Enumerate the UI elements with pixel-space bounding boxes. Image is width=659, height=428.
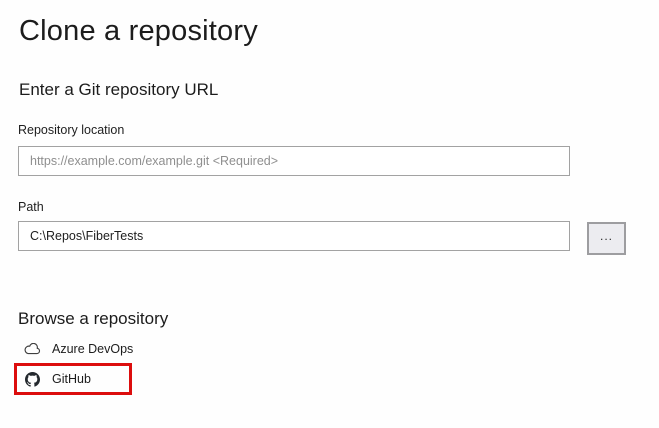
path-label: Path — [18, 200, 44, 214]
cloud-icon — [24, 341, 41, 357]
highlight-box: GitHub — [14, 363, 132, 395]
repository-location-label: Repository location — [18, 123, 125, 137]
github-icon — [24, 371, 41, 387]
provider-item-github[interactable]: GitHub — [24, 371, 91, 387]
browse-section-heading: Browse a repository — [18, 309, 169, 328]
browse-path-button[interactable]: ... — [587, 222, 626, 255]
provider-item-azure-devops[interactable]: Azure DevOps — [24, 341, 133, 357]
path-input[interactable] — [18, 221, 570, 251]
provider-label-azure-devops: Azure DevOps — [52, 342, 134, 356]
repository-location-input[interactable] — [18, 146, 570, 176]
page-title: Clone a repository — [19, 15, 258, 47]
url-section-heading: Enter a Git repository URL — [19, 80, 219, 99]
provider-label-github: GitHub — [52, 372, 91, 386]
